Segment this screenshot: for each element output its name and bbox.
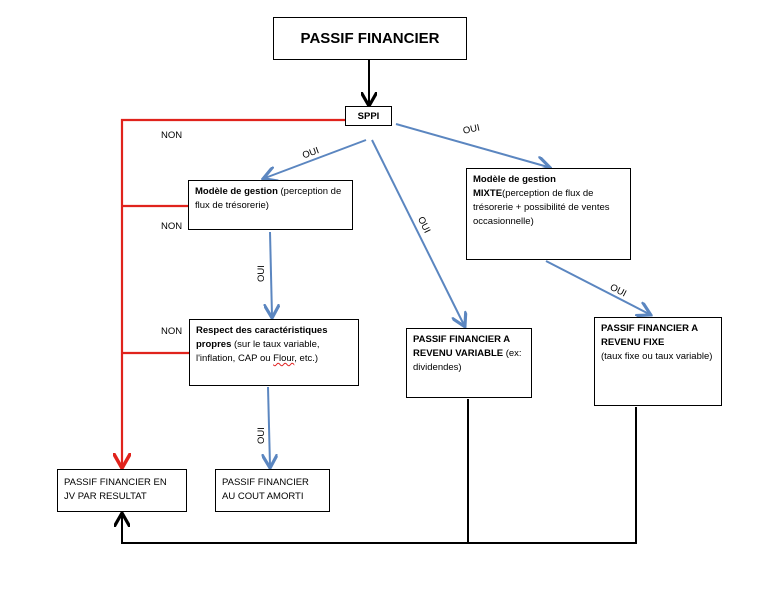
modele-gestion-text: (perception de flux de trésorerie) bbox=[195, 186, 342, 211]
fixe-text: (taux fixe ou taux variable) bbox=[601, 351, 713, 362]
label-oui-cout: OUI bbox=[256, 427, 267, 444]
sppi-box: SPPI bbox=[345, 106, 392, 126]
arrow-oui-modele bbox=[265, 139, 367, 178]
respect-text-2: , etc.) bbox=[294, 353, 319, 364]
arrow-oui-mixte bbox=[395, 123, 548, 167]
cout-amorti-box: PASSIF FINANCIER AU COUT AMORTI bbox=[215, 469, 330, 512]
variable-text: (ex: dividendes) bbox=[413, 348, 522, 373]
mixte-bold-1: Modèle de gestion bbox=[473, 174, 556, 185]
respect-caracteristiques-box: Respect des caractéristiques propres (su… bbox=[189, 319, 359, 386]
revenu-variable-box: PASSIF FINANCIER A REVENU VARIABLE (ex: … bbox=[406, 328, 532, 398]
mixte-bold-2: MIXTE bbox=[473, 188, 503, 199]
modele-mixte-box: Modèle de gestion MIXTE(perception de fl… bbox=[466, 168, 631, 260]
arrow-return-jv bbox=[122, 407, 637, 544]
arrow-oui-respect bbox=[270, 231, 272, 316]
fixe-bold: PASSIF FINANCIER A REVENU FIXE bbox=[601, 323, 698, 348]
arrow-non-sppi bbox=[122, 118, 345, 466]
respect-bold: Respect des caractéristiques propres bbox=[196, 325, 328, 350]
respect-flour: Flour bbox=[273, 353, 295, 364]
revenu-fixe-box: PASSIF FINANCIER A REVENU FIXE (taux fix… bbox=[594, 317, 722, 406]
label-non-modele: NON bbox=[161, 221, 183, 232]
arrow-oui-fixe bbox=[545, 260, 649, 314]
modele-gestion-bold: Modèle de gestion bbox=[195, 186, 278, 197]
label-non-sppi: NON bbox=[161, 130, 183, 141]
mixte-text: (perception de flux de trésorerie + poss… bbox=[473, 188, 610, 227]
label-non-respect: NON bbox=[161, 326, 183, 337]
passif-financier-title-box: PASSIF FINANCIER bbox=[273, 17, 467, 60]
variable-bold: PASSIF FINANCIER A REVENU VARIABLE bbox=[413, 334, 510, 359]
jv-resultat-box: PASSIF FINANCIER EN JV PAR RESULTAT bbox=[57, 469, 187, 512]
arrow-oui-variable bbox=[371, 139, 464, 325]
respect-text-1: (sur le taux variable, l'inflation, CAP … bbox=[196, 339, 320, 364]
label-oui-respect: OUI bbox=[256, 265, 267, 282]
arrow-oui-cout bbox=[268, 386, 270, 466]
modele-gestion-box: Modèle de gestion (perception de flux de… bbox=[188, 180, 353, 230]
